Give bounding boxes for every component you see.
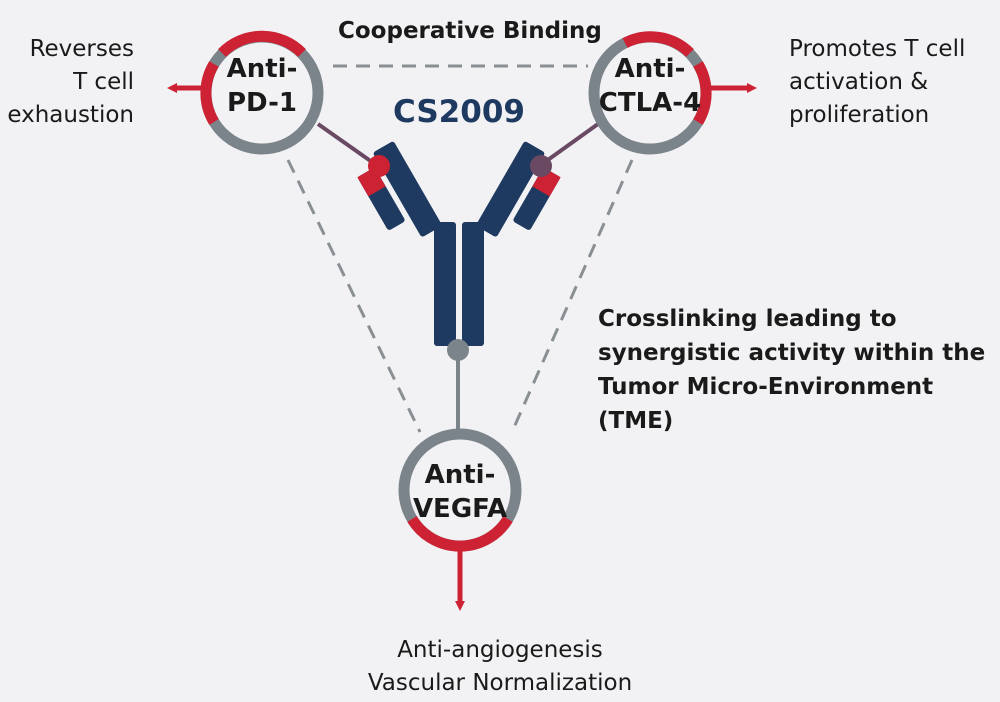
target-ctla4-line1: Anti-	[614, 54, 686, 84]
pd1-effect-label: Reverses T cell exhaustion	[0, 33, 134, 132]
ctla4-effect-line: activation &	[789, 69, 929, 95]
pd1-effect-line: exhaustion	[7, 102, 134, 128]
vegfa-effect-label: Anti-angiogenesis Vascular Normalization	[300, 634, 700, 700]
target-ring-ctla4	[588, 31, 712, 155]
tme-description: Crosslinking leading to synergistic acti…	[598, 306, 986, 434]
vegfa-effect-line: Anti-angiogenesis	[397, 637, 603, 663]
vegfa-effect-line: Vascular Normalization	[367, 670, 633, 696]
cooperative-binding-label: Cooperative Binding	[338, 18, 602, 44]
target-pd1-line1: Anti-	[226, 54, 298, 84]
antibody-left-heavy-arm	[373, 141, 442, 237]
target-ctla4-label: Anti- CTLA-4	[585, 52, 715, 120]
connector-stems	[316, 122, 600, 434]
dash-pd1-vegfa	[286, 159, 422, 433]
ctla4-effect-line: proliferation	[789, 102, 930, 128]
vegfa-binding-dot	[447, 339, 469, 361]
pd1-effect-line: Reverses	[29, 36, 134, 62]
antibody-icon	[357, 141, 561, 361]
target-vegfa-line2: VEGFA	[412, 494, 508, 524]
target-vegfa-label: Anti- VEGFA	[395, 458, 525, 526]
pd1-effect-line: T cell	[73, 69, 134, 95]
target-ring-pd1	[200, 30, 324, 155]
antibody-right-heavy-arm	[476, 141, 545, 237]
ctla4-binding-dot	[530, 155, 552, 177]
target-pd1-label: Anti- PD-1	[197, 52, 327, 120]
antibody-stem-left	[434, 222, 456, 346]
antibody-name: CS2009	[393, 94, 525, 130]
ring-pd1-red-left	[200, 61, 219, 125]
ring-ctla4-red-right	[693, 61, 712, 125]
ring-ctla4-red-top	[622, 31, 694, 58]
pd1-binding-dot	[368, 155, 390, 177]
target-ctla4-line2: CTLA-4	[598, 88, 702, 118]
ring-pd1-red-top	[218, 30, 306, 57]
dash-ctla4-vegfa	[510, 159, 634, 433]
antibody-stem-right	[462, 222, 484, 346]
stem-ctla4	[543, 122, 600, 164]
target-pd1-line2: PD-1	[226, 88, 297, 118]
ctla4-effect-line: Promotes T cell	[789, 36, 966, 62]
target-vegfa-line1: Anti-	[424, 460, 496, 490]
stem-pd1	[316, 122, 374, 164]
ctla4-effect-label: Promotes T cell activation & proliferati…	[789, 33, 989, 132]
cooperative-dashed-lines	[286, 64, 634, 433]
